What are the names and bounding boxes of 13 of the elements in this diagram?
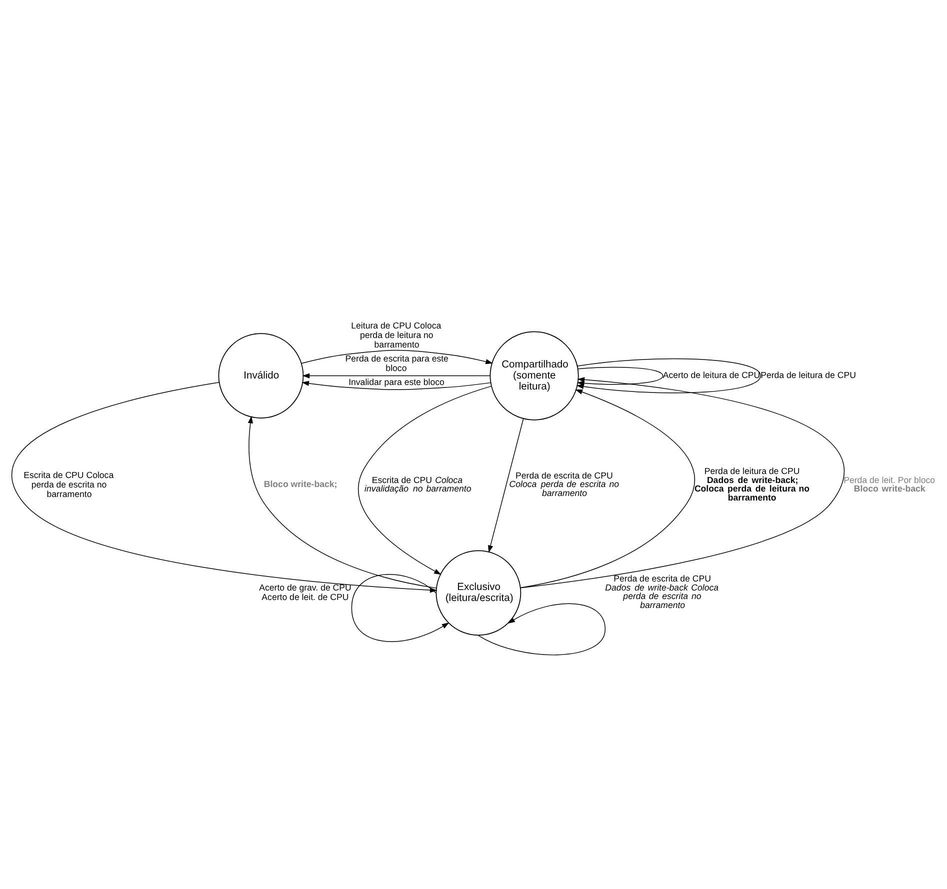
edge-label: Acerto de grav. de CPU Acerto de leit. de CPU (259, 582, 352, 602)
edge-label: Perda de leitura de CPU (760, 370, 856, 380)
edge-label: Bloco write-back; (264, 478, 338, 488)
edge-label: Perda de escrita de CPU Dados de write-back Coloca perda de escrita no barramento (605, 573, 719, 610)
edge-label: Leitura de CPU Coloca perda de leitura no barramento (351, 320, 442, 350)
edge-label: Invalidar para este bloco (348, 376, 444, 387)
edge-label: Perda de leit. Por bloco Bloco write-back (844, 474, 936, 494)
edge-label: Acerto de leitura de CPU (662, 370, 760, 380)
edge-label: Escrita de CPU Coloca perda de escrita no barramento (24, 470, 114, 499)
edge-label: Perda de escrita para este bloco (345, 353, 448, 373)
edge-label: Escrita de CPU Coloca invalidação no barramento (364, 474, 472, 494)
edge-label: Perda de escrita de CPU Coloca perda de escrita no barramento (509, 470, 620, 498)
edge-label: Perda de leitura de CPU Dados de write-back; Coloca perda de leitura no barramento (694, 465, 810, 502)
